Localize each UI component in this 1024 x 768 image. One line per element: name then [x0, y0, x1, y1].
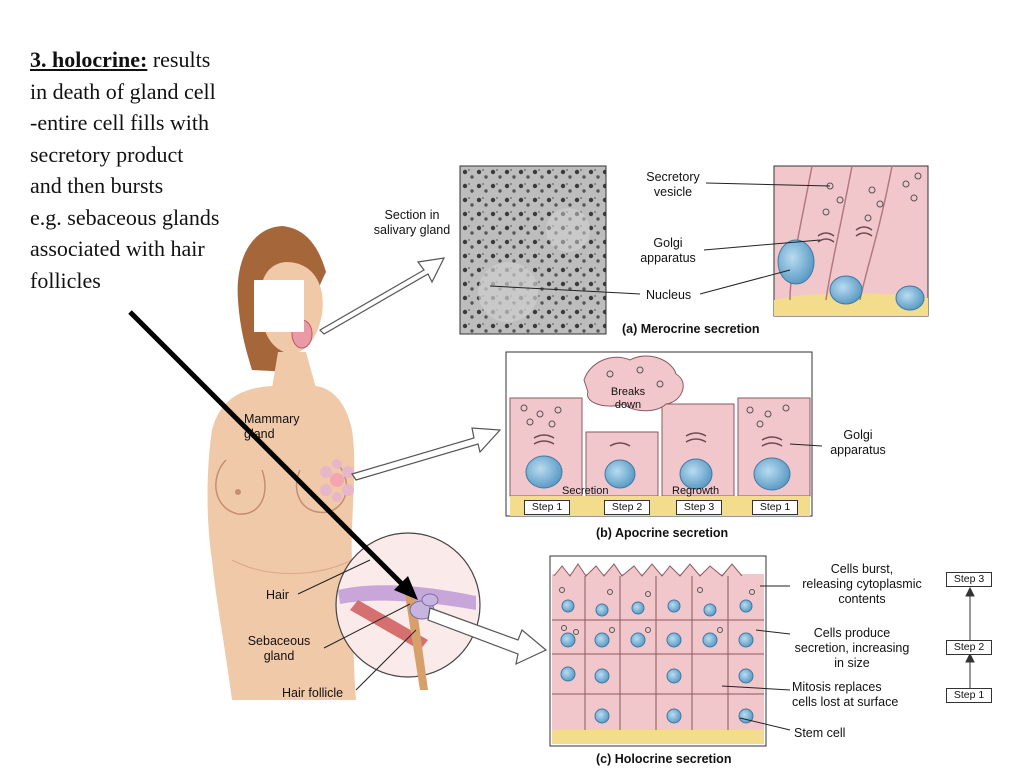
apocrine-label-breaks: Breaks down — [610, 386, 646, 411]
merocrine-leader-lines — [489, 182, 831, 295]
apocrine-caption: (b) Apocrine secretion — [596, 526, 729, 540]
face-cover — [254, 280, 304, 332]
holocrine-label-burst: Cells burst, releasing cytoplasmic conte… — [802, 562, 922, 606]
holocrine-step-arrows — [965, 586, 975, 688]
apocrine-diagram — [505, 351, 823, 517]
slide-line: -entire cell fills with — [30, 110, 209, 135]
slide-line: e.g. sebaceous glands — [30, 204, 220, 230]
holocrine-label-stem-cell: Stem cell — [794, 726, 846, 740]
apocrine-label-secretion: Secretion — [562, 485, 609, 497]
slide-line: in death of gland cell — [30, 78, 216, 104]
apocrine-step-1: Step 1 — [524, 500, 570, 515]
slide-line: follicles — [30, 267, 101, 293]
apocrine-step-3: Step 3 — [676, 500, 722, 515]
holocrine-diagram — [549, 555, 791, 747]
holocrine-step-2: Step 2 — [946, 640, 992, 655]
arrow-to-merocrine — [319, 257, 446, 335]
arrow-to-holocrine — [427, 607, 548, 666]
slide-line: and then bursts — [30, 173, 164, 198]
merocrine-micrograph — [459, 165, 607, 335]
apocrine-step-2: Step 2 — [604, 500, 650, 515]
label-sebaceous: Sebaceous gland — [247, 634, 311, 663]
holocrine-label-produce: Cells produce secretion, increasing in s… — [794, 626, 910, 670]
label-salivary: Section in salivary gland — [373, 208, 451, 237]
arrow-to-apocrine — [351, 427, 502, 481]
merocrine-label-vesicle: Secretory vesicle — [646, 170, 700, 199]
apocrine-label-golgi: Golgi apparatus — [830, 428, 886, 457]
merocrine-label-golgi: Golgi apparatus — [640, 236, 696, 265]
holocrine-step-1: Step 1 — [946, 688, 992, 703]
label-hair-follicle: Hair follicle — [282, 686, 344, 700]
holocrine-caption: (c) Holocrine secretion — [596, 752, 732, 766]
label-mammary: Mammary gland — [244, 412, 300, 441]
pointer-arrow — [128, 310, 418, 600]
holocrine-label-mitosis: Mitosis replaces cells lost at surface — [792, 680, 899, 709]
holocrine-step-3: Step 3 — [946, 572, 992, 587]
slide-heading: 3. holocrine: — [30, 47, 148, 72]
skin-section-inset — [335, 532, 481, 690]
slide-line: associated with hair — [30, 236, 205, 261]
mammary-gland-shape — [320, 459, 354, 502]
merocrine-vesicles — [822, 172, 922, 222]
merocrine-label-nucleus: Nucleus — [646, 288, 692, 302]
merocrine-diagram — [773, 165, 929, 317]
apocrine-step-1b: Step 1 — [752, 500, 798, 515]
slide-line: results — [147, 47, 211, 72]
slide-line: secretory product — [30, 141, 184, 167]
merocrine-caption: (a) Merocrine secretion — [622, 322, 760, 336]
apocrine-label-regrowth: Regrowth — [672, 485, 720, 497]
skin-leader-lines — [297, 559, 417, 691]
label-hair: Hair — [266, 588, 289, 602]
slide-text-block: 3. holocrine: results in death of gland … — [30, 44, 280, 296]
